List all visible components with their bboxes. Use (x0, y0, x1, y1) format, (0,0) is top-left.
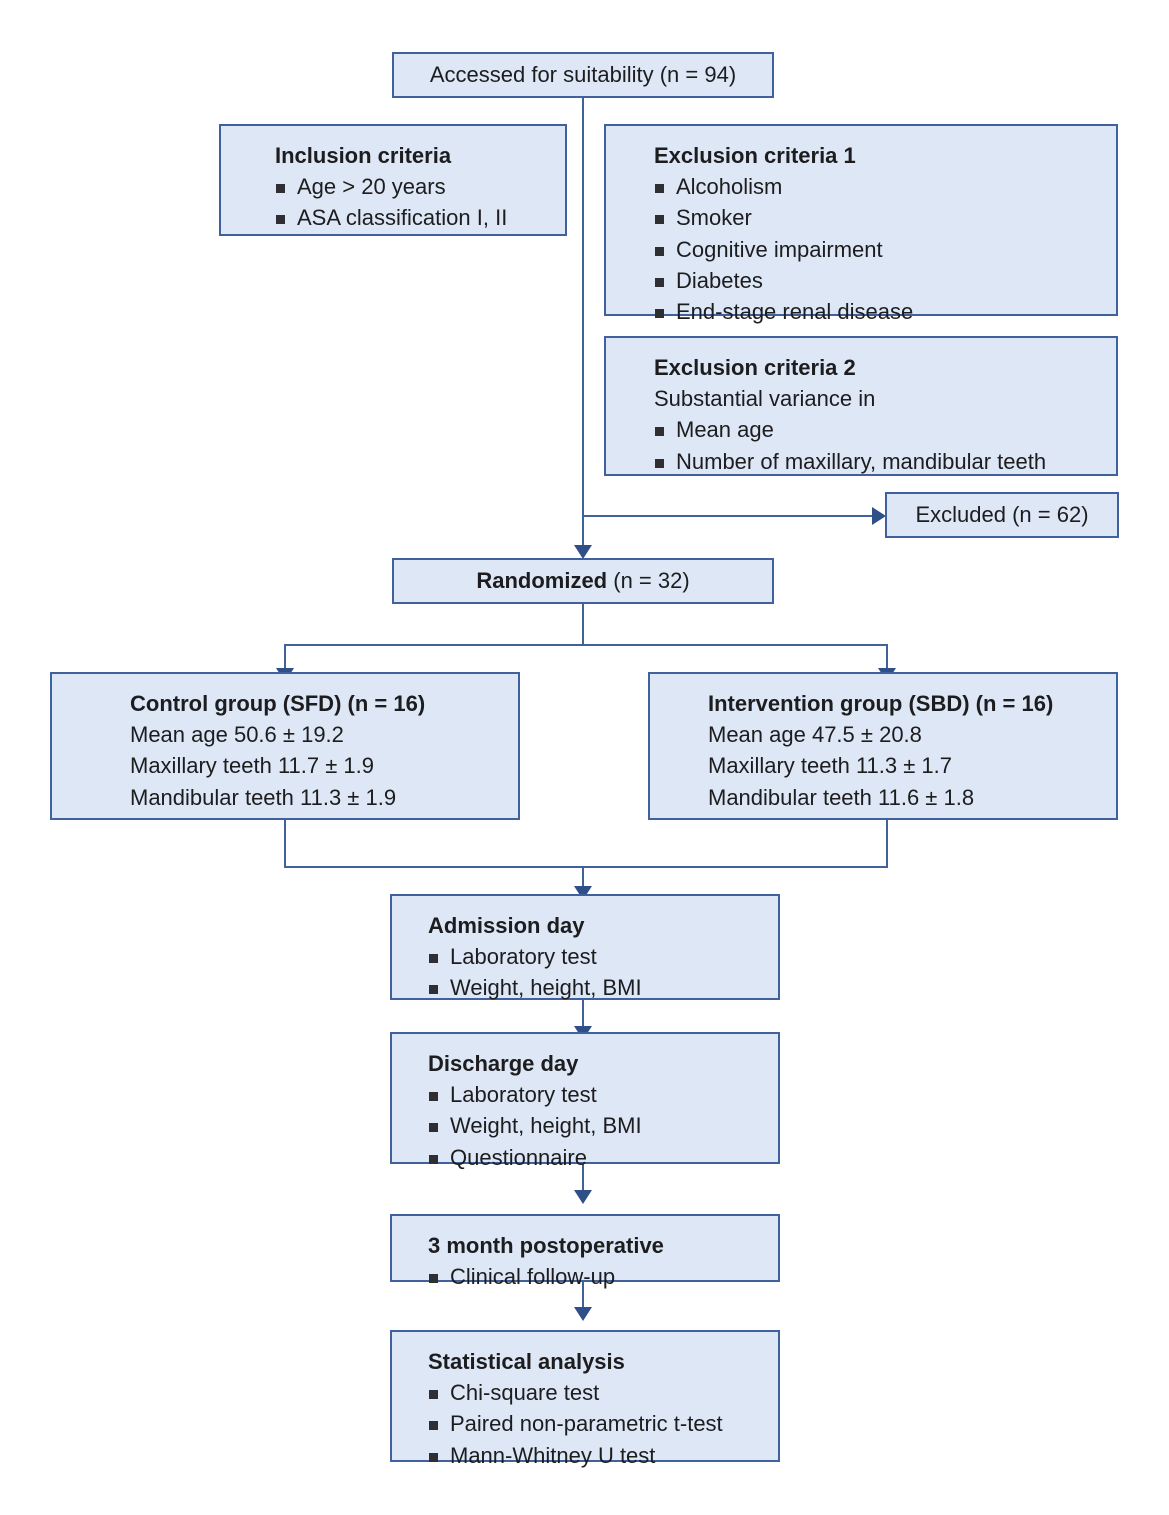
node-exclusion-criteria-2[interactable]: Exclusion criteria 2 Substantial varianc… (604, 336, 1118, 476)
connector-assessed-to-excluded-spine (582, 97, 584, 517)
statistics-title: Statistical analysis (428, 1349, 625, 1374)
node-control-group[interactable]: Control group (SFD) (n = 16) Mean age 50… (50, 672, 520, 820)
discharge-list: Laboratory test Weight, height, BMI Ques… (428, 1079, 764, 1173)
list-item: Weight, height, BMI (428, 1110, 764, 1141)
list-item: ASA classification I, II (275, 202, 551, 233)
list-item: Weight, height, BMI (428, 972, 764, 1003)
connector-split-right (886, 644, 888, 672)
connector-split-horizontal (284, 644, 888, 646)
control-line: Maxillary teeth 11.7 ± 1.9 (130, 753, 375, 779)
node-randomized[interactable]: Randomized (n = 32) (392, 558, 774, 604)
node-exclusion-criteria-1[interactable]: Exclusion criteria 1 Alcoholism Smoker C… (604, 124, 1118, 324)
admission-list: Laboratory test Weight, height, BMI (428, 941, 764, 1003)
control-line: Mandibular teeth 11.3 ± 1.9 (130, 784, 397, 810)
randomized-rest: (n = 32) (607, 568, 690, 594)
node-intervention-group[interactable]: Intervention group (SBD) (n = 16) Mean a… (648, 672, 1118, 820)
randomized-label: Randomized (n = 32) (476, 565, 689, 596)
node-admission-day[interactable]: Admission day Laboratory test Weight, he… (390, 894, 780, 1000)
connector-split-left (284, 644, 286, 672)
exclusion1-list: Alcoholism Smoker Cognitive impairment D… (654, 171, 1102, 327)
connector-admission-discharge (582, 1000, 584, 1030)
list-item: Laboratory test (428, 1079, 764, 1110)
followup-title: 3 month postoperative (428, 1233, 664, 1258)
control-line: Mean age 50.6 ± 19.2 (130, 722, 344, 748)
list-item: Alcoholism (654, 171, 1102, 202)
list-item: Age > 20 years (275, 171, 551, 202)
admission-title: Admission day (428, 913, 585, 938)
arrow-down-randomized-icon (574, 545, 592, 559)
list-item: End-stage renal disease (654, 296, 1102, 327)
intervention-line: Mean age 47.5 ± 20.8 (708, 722, 922, 748)
randomized-bold: Randomized (476, 568, 608, 594)
connector-to-excluded (582, 515, 876, 517)
node-inclusion-criteria[interactable]: Inclusion criteria Age > 20 years ASA cl… (219, 124, 567, 236)
connector-spine-to-randomized (582, 515, 584, 547)
list-item: Paired non-parametric t-test (428, 1408, 764, 1439)
intervention-line: Maxillary teeth 11.3 ± 1.7 (708, 753, 953, 779)
followup-list: Clinical follow-up (428, 1261, 764, 1292)
list-item: Cognitive impairment (654, 234, 1102, 265)
node-statistical-analysis[interactable]: Statistical analysis Chi-square test Pai… (390, 1330, 780, 1468)
connector-control-down (284, 820, 286, 868)
list-item: Number of maxillary, mandibular teeth (654, 446, 1102, 477)
list-item: Clinical follow-up (428, 1261, 764, 1292)
node-discharge-day[interactable]: Discharge day Laboratory test Weight, he… (390, 1032, 780, 1170)
arrow-right-excluded-icon (872, 507, 886, 525)
arrow-down-statistics-icon (574, 1307, 592, 1321)
list-item: Chi-square test (428, 1377, 764, 1408)
control-title: Control group (SFD) (n = 16) (130, 691, 426, 716)
excluded-label: Excluded (n = 62) (915, 502, 1089, 528)
inclusion-list: Age > 20 years ASA classification I, II (275, 171, 551, 233)
exclusion2-title: Exclusion criteria 2 (654, 355, 856, 380)
exclusion2-list: Mean age Number of maxillary, mandibular… (654, 414, 1102, 476)
discharge-title: Discharge day (428, 1051, 579, 1076)
list-item: Laboratory test (428, 941, 764, 972)
list-item: Mean age (654, 414, 1102, 445)
connector-randomized-down (582, 604, 584, 646)
list-item: Mann-Whitney U test (428, 1440, 764, 1471)
inclusion-title: Inclusion criteria (275, 143, 452, 168)
assessed-label: Accessed for suitability (n = 94) (429, 62, 737, 88)
connector-merge-horizontal (284, 866, 888, 868)
node-3-month-postoperative[interactable]: 3 month postoperative Clinical follow-up (390, 1214, 780, 1289)
intervention-title: Intervention group (SBD) (n = 16) (708, 691, 1054, 716)
connector-intervention-down (886, 820, 888, 868)
list-item: Questionnaire (428, 1142, 764, 1173)
list-item: Smoker (654, 202, 1102, 233)
intervention-line: Mandibular teeth 11.6 ± 1.8 (708, 784, 975, 810)
node-assessed-for-suitability[interactable]: Accessed for suitability (n = 94) (392, 52, 774, 98)
node-excluded[interactable]: Excluded (n = 62) (885, 492, 1119, 538)
arrow-down-followup-icon (574, 1190, 592, 1204)
exclusion2-subtitle: Substantial variance in (654, 386, 876, 412)
connector-merge-down (582, 866, 584, 890)
statistics-list: Chi-square test Paired non-parametric t-… (428, 1377, 764, 1471)
exclusion1-title: Exclusion criteria 1 (654, 143, 856, 168)
list-item: Diabetes (654, 265, 1102, 296)
connector-discharge-followup (582, 1164, 584, 1194)
connector-followup-statistics (582, 1281, 584, 1311)
